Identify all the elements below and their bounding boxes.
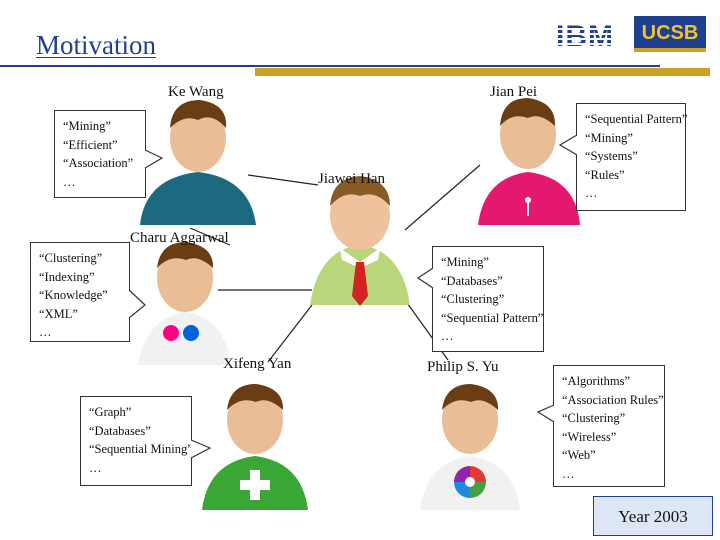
avatar-jiawei-han (310, 176, 410, 306)
keyword: … (63, 174, 76, 189)
tail-philip-yu (536, 404, 555, 423)
keyword: “Mining” (585, 130, 633, 145)
keywords-charu-aggarwal: “Clustering” “Indexing” “Knowledge” “XML… (30, 242, 130, 342)
keyword: “Web” (562, 448, 596, 462)
name-jian-pei: Jian Pei (490, 84, 538, 100)
tail-xifeng-yan (190, 439, 212, 459)
keyword: “Sequential Pattern” (585, 112, 688, 126)
name-jiawei-han: Jiawei Han (318, 171, 386, 187)
link-kewang-aggarwal (189, 227, 231, 246)
keyword: … (441, 329, 454, 343)
tail-charu-aggarwal (128, 289, 146, 319)
tail-jiawei-han (416, 267, 434, 289)
slide-title: Motivation (36, 30, 156, 60)
keyword: “Systems” (585, 149, 638, 163)
keywords-xifeng-yan: “Graph” “Databases” “Sequential Mining” … (80, 396, 193, 486)
avatar-xifeng-yan (202, 384, 308, 510)
title-rule (0, 65, 660, 67)
pinwheel-icon (454, 466, 486, 498)
keyword: “Wireless” (562, 429, 617, 444)
keyword: “Clustering” (441, 292, 505, 306)
avatar-ke-wang (140, 100, 256, 225)
keyword: “Rules” (585, 167, 625, 182)
wifi-icon (525, 197, 531, 216)
keyword: … (39, 325, 52, 339)
keyword: “Association Rules” (562, 392, 664, 407)
keyword: “Clustering” (562, 411, 626, 425)
ibm-logo: IBM (556, 20, 614, 53)
keyword: … (585, 186, 598, 200)
keywords-ke-wang: “Mining” “Efficient” “Association” … (54, 110, 146, 198)
keyword: “Knowledge” (39, 288, 108, 302)
keywords-philip-yu: “Algorithms” “Association Rules” “Cluste… (553, 365, 665, 487)
title-accent-bar (255, 68, 710, 76)
avatar-philip-yu (420, 384, 520, 510)
link-han-pei (404, 164, 481, 231)
tail-ke-wang (144, 149, 164, 169)
keyword: “Databases” (89, 423, 151, 438)
keyword: … (562, 466, 575, 481)
keyword: “XML” (39, 306, 78, 321)
plus-icon (240, 470, 270, 500)
year-box: Year 2003 (593, 496, 713, 536)
keywords-jiawei-han: “Mining” “Databases” “Clustering” “Seque… (432, 246, 544, 352)
keyword: “Efficient” (63, 137, 118, 152)
keyword: “Association” (63, 156, 134, 170)
keyword: “Sequential Mining” (89, 442, 193, 456)
keywords-jian-pei: “Sequential Pattern” “Mining” “Systems” … (576, 103, 688, 211)
keyword: “Graph” (89, 405, 132, 419)
avatar-charu-aggarwal (138, 242, 230, 365)
link-kewang-han (247, 174, 319, 186)
name-ke-wang: Ke Wang (168, 84, 224, 100)
name-charu-aggarwal: Charu Aggarwal (130, 230, 229, 246)
link-han-yan (267, 304, 313, 363)
ucsb-logo: UCSB (634, 16, 706, 52)
keyword: “Clustering” (39, 251, 103, 265)
keyword: “Sequential Pattern” (441, 310, 544, 325)
keyword: “Indexing” (39, 269, 95, 284)
tail-jian-pei (558, 134, 578, 156)
keyword: “Databases” (441, 273, 503, 288)
avatar-jian-pei (478, 98, 580, 225)
keyword: “Algorithms” (562, 374, 631, 388)
keyword: … (89, 460, 102, 475)
name-xifeng-yan: Xifeng Yan (223, 356, 292, 372)
keyword: “Mining” (441, 255, 489, 269)
keyword: “Mining” (63, 119, 111, 133)
name-philip-yu: Philip S. Yu (427, 359, 499, 375)
